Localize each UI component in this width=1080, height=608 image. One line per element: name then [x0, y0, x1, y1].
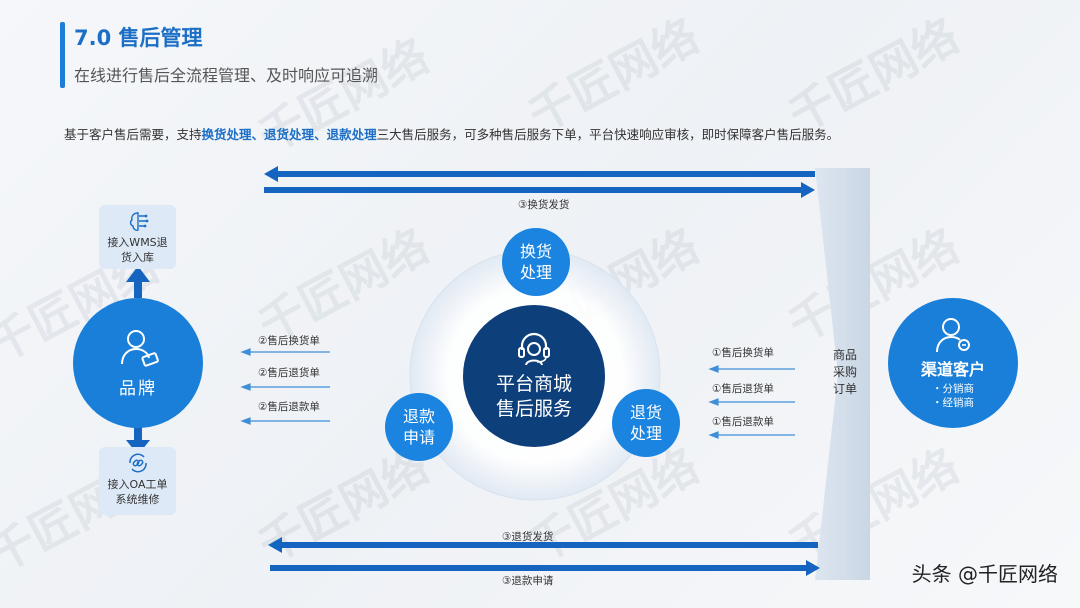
top-arrows — [264, 166, 815, 198]
intro-highlight-refund: 退款处理 — [326, 127, 377, 142]
link-cycle-icon — [126, 451, 150, 475]
intro-highlight-return: 退货处理 — [264, 127, 315, 142]
intro-text: 基于客户售后需要，支持换货处理、退货处理、退款处理三大售后服务，可多种售后服务下… — [64, 124, 839, 143]
exchange-circle: 换货 处理 — [502, 228, 570, 296]
brand-circle: 品牌 — [73, 298, 203, 428]
label-bottom-refund-request: ③退款申请 — [502, 575, 554, 587]
label-right-exchange: ①售后换货单 — [712, 347, 774, 359]
header-accent-bar — [60, 22, 65, 88]
label-left-exchange: ②售后换货单 — [258, 335, 320, 347]
footer-source-label: 头条 @千匠网络 — [911, 562, 1058, 586]
customer-service-headset-icon — [514, 330, 554, 368]
customer-item-distributor: ・分销商 — [932, 383, 974, 395]
left-thin-arrows — [240, 348, 330, 425]
label-right-return: ①售后退货单 — [712, 383, 774, 395]
label-left-return: ②售后退货单 — [258, 367, 320, 379]
order-funnel — [815, 168, 870, 580]
page-title: 7.0 售后管理 — [74, 26, 203, 50]
label-top-exchange-ship: ③换货发货 — [518, 199, 570, 211]
page-subtitle: 在线进行售后全流程管理、及时响应可追溯 — [74, 66, 379, 85]
right-thin-arrows — [708, 365, 795, 439]
ai-brain-icon — [127, 211, 149, 233]
platform-line1: 平台商城 — [495, 373, 572, 395]
label-left-refund: ②售后退款单 — [258, 401, 320, 413]
intro-sep: 、 — [314, 127, 327, 142]
intro-sep: 、 — [251, 127, 265, 142]
funnel-label: 商品采购订单 — [832, 348, 857, 396]
customer-title: 渠道客户 — [920, 360, 985, 379]
intro-prefix: 基于客户售后需要，支持 — [64, 127, 202, 142]
exchange-line2: 处理 — [519, 263, 552, 282]
oa-box-label: 接入OA工单系统维修 — [107, 478, 168, 506]
customer-person-icon — [933, 316, 973, 354]
label-bottom-return-ship: ③退货发货 — [502, 531, 554, 543]
wms-box: 接入WMS退货入库 — [99, 205, 176, 269]
wms-box-label: 接入WMS退货入库 — [107, 236, 168, 264]
bottom-arrows — [268, 537, 820, 576]
brand-label: 品牌 — [119, 378, 157, 399]
return-line2: 处理 — [629, 424, 662, 443]
return-line1: 退货 — [629, 403, 662, 422]
platform-line2: 售后服务 — [495, 398, 572, 420]
platform-service-circle: 平台商城 售后服务 — [463, 305, 605, 447]
oa-box: 接入OA工单系统维修 — [99, 447, 176, 515]
refund-line1: 退款 — [402, 407, 435, 426]
refund-line2: 申请 — [402, 428, 435, 447]
channel-customer-circle: 渠道客户 ・分销商 ・经销商 — [888, 298, 1018, 428]
return-circle: 退货 处理 — [612, 389, 680, 457]
refund-request-circle: 退款 申请 — [385, 393, 453, 461]
person-card-icon — [116, 328, 160, 368]
exchange-line1: 换货 — [519, 242, 552, 261]
intro-suffix: 三大售后服务，可多种售后服务下单，平台快速响应审核，即时保障客户售后服务。 — [376, 127, 840, 142]
customer-item-dealer: ・经销商 — [932, 397, 974, 409]
intro-highlight-exchange: 换货处理 — [201, 127, 252, 142]
label-right-refund: ①售后退款单 — [712, 416, 774, 428]
